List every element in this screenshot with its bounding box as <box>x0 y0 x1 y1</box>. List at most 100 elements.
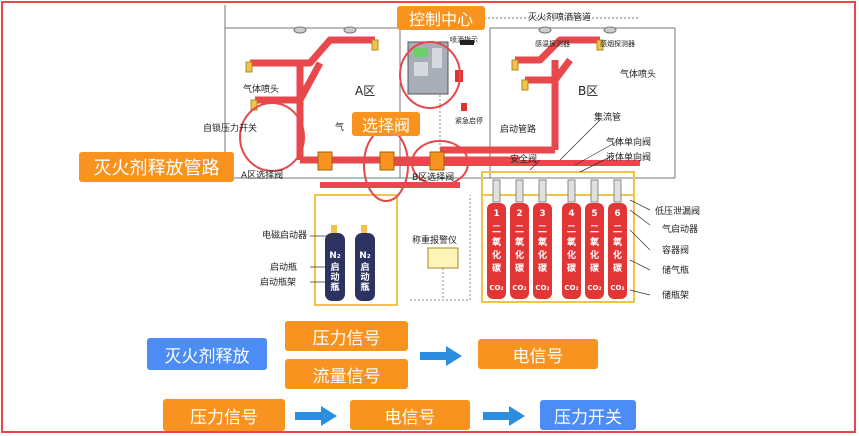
nozzle-b-label: 气体喷头 <box>620 68 656 80</box>
liquid-check-valve-label: 液体单向阀 <box>606 151 651 163</box>
co2-bottle-text: 碳 <box>590 262 600 274</box>
co2-bottle-formula: CO₂ <box>587 284 601 292</box>
flow2-pressure-switch: 压力开关 <box>540 400 636 430</box>
co2-bottle-number: 3 <box>539 209 545 219</box>
co2-bottle-text: 氧 <box>589 236 599 248</box>
co2-bottle-text: 化 <box>613 249 622 261</box>
co2-bottle-text: 碳 <box>515 262 525 274</box>
start-rack-label: 启动瓶架 <box>260 276 296 288</box>
flow2-arrow-2 <box>483 406 525 426</box>
co2-bottle-formula: CO₂ <box>512 284 526 292</box>
leader-lines <box>310 119 651 296</box>
start-pipe-label: 启动管路 <box>500 123 536 135</box>
co2-bottle-formula: CO₂ <box>564 284 578 292</box>
weighing-alarm-device <box>427 247 459 269</box>
nozzle-a-label: 气体喷头 <box>243 83 279 95</box>
flow-pressure-signal: 压力信号 <box>285 321 408 351</box>
co2-bottle-text: 氧 <box>566 236 576 248</box>
co2-bottle-text: 二 <box>538 225 547 235</box>
weighing-alarm-label: 称重报警仪 <box>412 234 457 246</box>
co2-bottle-number: 5 <box>591 209 597 219</box>
storage-rack <box>481 171 635 303</box>
gas-starter-label: 气启动器 <box>662 223 698 235</box>
co2-bottle-text: 二 <box>613 225 622 235</box>
co2-bottle-text: 化 <box>492 249 501 261</box>
co2-bottle-text: 氧 <box>491 236 501 248</box>
solenoid-starter-label: 电磁启动器 <box>262 229 307 241</box>
co2-bottle-formula: CO₂ <box>535 284 549 292</box>
co2-bottle-text: 氧 <box>537 236 547 248</box>
self-lock-switch-label: 自锁压力开关 <box>203 122 257 134</box>
co2-bottle-text: 氧 <box>612 236 622 248</box>
n2-bottle-text: 瓶 <box>330 281 339 293</box>
starter-rack <box>314 194 398 306</box>
n2-bottle-text: 瓶 <box>360 281 369 293</box>
temp-detector-label: 感温探测器 <box>535 39 570 48</box>
zone-a-label: A区 <box>355 84 375 98</box>
zone-b-label: B区 <box>578 84 598 98</box>
flow2-arrow-1 <box>295 406 337 426</box>
pipe-network-a <box>250 36 520 164</box>
selector-valves <box>317 151 445 171</box>
flow-extinguisher-release: 灭火剂释放 <box>147 338 267 370</box>
gas-check-valve-label: 气体单向阀 <box>606 136 651 148</box>
control-center-title: 控制中心 <box>397 6 485 30</box>
flow-arrow-1 <box>420 346 462 366</box>
nozzle-mid-label: 气 <box>335 121 344 133</box>
co2-bottle-text: 二 <box>492 225 501 235</box>
co2-bottle-text: 氧 <box>514 236 524 248</box>
alarm-bus-label: 灭火剂喷洒管道 <box>528 11 591 23</box>
n2-bottle-text: 启 <box>330 261 339 273</box>
control-panel <box>407 40 474 111</box>
low-pressure-vent-label: 低压泄漏阀 <box>655 205 700 217</box>
n2-bottle-text: 启 <box>360 261 369 273</box>
container-valve-label: 容器阀 <box>662 244 689 256</box>
release-indicator-label: 喷洒指示 <box>450 35 478 44</box>
co2-bottle-number: 2 <box>516 209 522 219</box>
co2-bottle-number: 4 <box>568 209 574 219</box>
co2-bottle-text: 碳 <box>492 262 502 274</box>
co2-bottle-text: 碳 <box>613 262 623 274</box>
flow-flow-signal: 流量信号 <box>285 359 408 389</box>
n2-bottle-label: N₂ <box>329 251 341 261</box>
safety-valve-label: 安全阀 <box>510 153 537 165</box>
co2-bottle-text: 碳 <box>538 262 548 274</box>
release-pipe-title: 灭火剂释放管路 <box>79 152 234 182</box>
co2-bottle-text: 化 <box>515 249 524 261</box>
co2-bottle-text: 化 <box>590 249 599 261</box>
co2-bottle-text: 碳 <box>567 262 577 274</box>
n2-bottle-text: 动 <box>360 272 369 283</box>
bottle-rack-label: 储瓶架 <box>662 289 689 301</box>
a-valve-label: A区选择阀 <box>241 169 283 181</box>
co2-bottle-formula: CO₂ <box>610 284 624 292</box>
co2-bottle-text: 二 <box>567 225 576 235</box>
gas-nozzles <box>245 39 604 111</box>
b-valve-label: B区选择阀 <box>412 171 454 183</box>
ceiling-detectors <box>293 26 617 34</box>
co2-bottle-text: 二 <box>590 225 599 235</box>
co2-bottle-number: 6 <box>614 209 620 219</box>
co2-bottle-text: 二 <box>515 225 524 235</box>
co2-bottle-formula: CO₂ <box>489 284 503 292</box>
emergency-start-label: 紧急启停 <box>455 116 483 125</box>
selector-valve-title: 选择阀 <box>352 112 420 136</box>
start-bottle-label: 启动瓶 <box>270 261 297 273</box>
n2-bottle-label: N₂ <box>359 251 371 261</box>
co2-bottles: 1二氧化碳CO₂2二氧化碳CO₂3二氧化碳CO₂4二氧化碳CO₂5二氧化碳CO₂… <box>487 179 627 299</box>
highlight-circles <box>239 41 469 202</box>
co2-bottle-number: 1 <box>493 209 499 219</box>
pipe-network-b <box>440 36 600 154</box>
co2-bottle-text: 化 <box>538 249 547 261</box>
n2-bottle-text: 动 <box>330 272 339 283</box>
